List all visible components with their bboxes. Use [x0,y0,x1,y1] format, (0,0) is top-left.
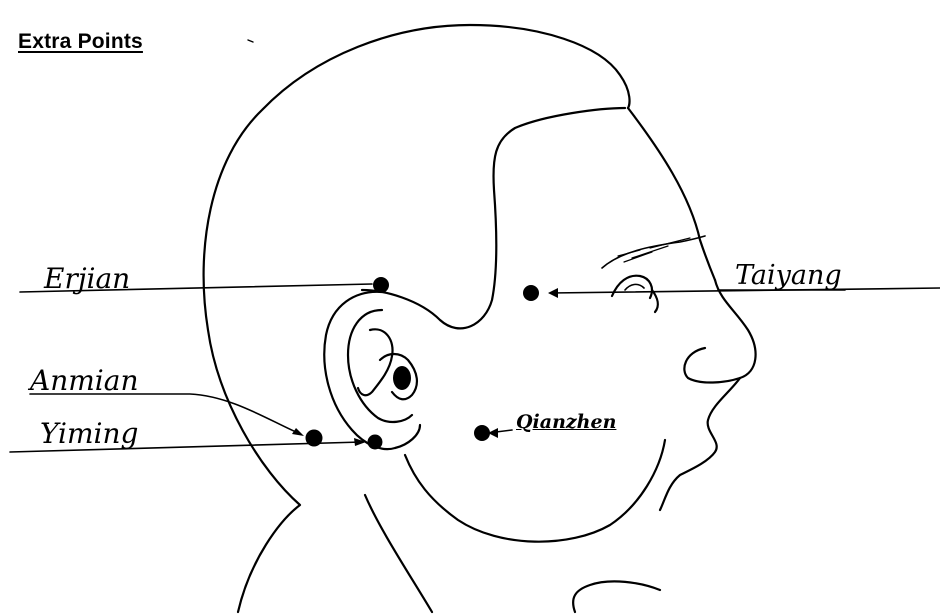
mouth-chin-outline [660,378,740,510]
jaw-outline [405,440,665,542]
qianzhen-point [474,425,490,441]
eye-lower-line [652,290,658,312]
ear-antihelix [358,329,393,395]
ear-inner-helix [348,310,412,422]
yiming-point [368,435,383,450]
erjian-label: Erjian [44,262,130,295]
taiyang-point [523,285,539,301]
hairline [362,108,625,328]
eye-outline [612,276,652,298]
neck-back-line [365,495,432,612]
eye-lid [625,284,644,290]
anmian-point [306,430,323,447]
eyebrow [602,236,705,268]
taiyang-arrowhead [548,288,558,298]
forehead-outline [628,108,715,280]
yiming-label: Yiming [40,417,138,450]
head-outline [204,25,630,612]
nose-outline [684,280,755,383]
qianzhen-label: Qianzhen [516,411,616,433]
page-title: Extra Points [18,30,143,54]
taiyang-label: Taiyang [735,260,842,291]
erjian-point [373,277,389,293]
anmian-label: Anmian [30,364,139,397]
ear-tragus-mark [393,366,411,390]
anmian-arrowhead [292,428,304,436]
neck-front-outline [573,581,660,612]
stray-mark [248,40,253,42]
